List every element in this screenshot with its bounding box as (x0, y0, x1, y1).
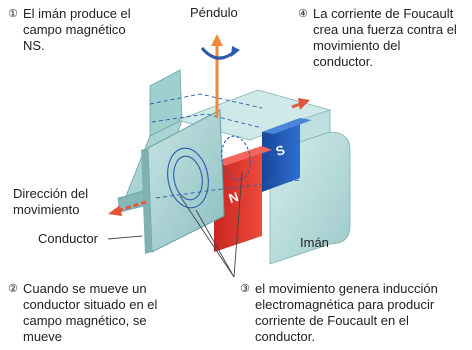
magnet-north-pole (214, 146, 272, 252)
step-4-line-4: conductor. (313, 54, 373, 69)
step-2-line-3: campo magnético, se (23, 313, 147, 328)
step-3-line-1: el movimiento genera inducción (255, 281, 438, 296)
step-2-line-1: Cuando se mueve un (23, 281, 147, 296)
pendulum-label: Péndulo (190, 5, 238, 20)
direction-label-line-1: Dirección del (13, 186, 89, 201)
step-3-number: ③ (240, 283, 250, 295)
eddy-current-loops (167, 135, 251, 209)
step-1-line-3: NS. (23, 38, 45, 53)
motion-arrow-right (291, 98, 310, 110)
step-3-line-3: corriente de Foucault en el (255, 313, 409, 328)
step-1-line-1: El imán produce el (23, 6, 131, 21)
step-4-line-3: movimiento del (313, 38, 401, 53)
motion-arrow-left (108, 200, 147, 216)
pendulum-icon (200, 34, 240, 118)
step-3-line-4: conductor. (255, 329, 315, 344)
field-lines (149, 93, 301, 199)
leader-lines (107, 171, 243, 278)
step-1-number: ① (8, 8, 18, 20)
magnet-south-pole (262, 118, 312, 192)
step-4-line-2: crea una fuerza contra el (313, 22, 457, 37)
direction-label: Dirección del movimiento (13, 186, 88, 218)
magnet-label: Imán (300, 235, 329, 250)
step-2-line-2: conductor situado en el (23, 297, 158, 312)
step-4-line-1: La corriente de Foucault (313, 6, 454, 21)
conductor-label: Conductor (38, 231, 98, 246)
direction-label-line-2: movimiento (13, 202, 80, 217)
step-2-line-4: mueve (23, 329, 63, 344)
conductor-plate (141, 109, 225, 254)
step-4-number: ④ (298, 8, 308, 20)
step-1-line-2: campo magnético (23, 22, 126, 37)
step-2-number: ② (8, 283, 18, 295)
step-3-line-2: electromagnética para producir (255, 297, 435, 312)
